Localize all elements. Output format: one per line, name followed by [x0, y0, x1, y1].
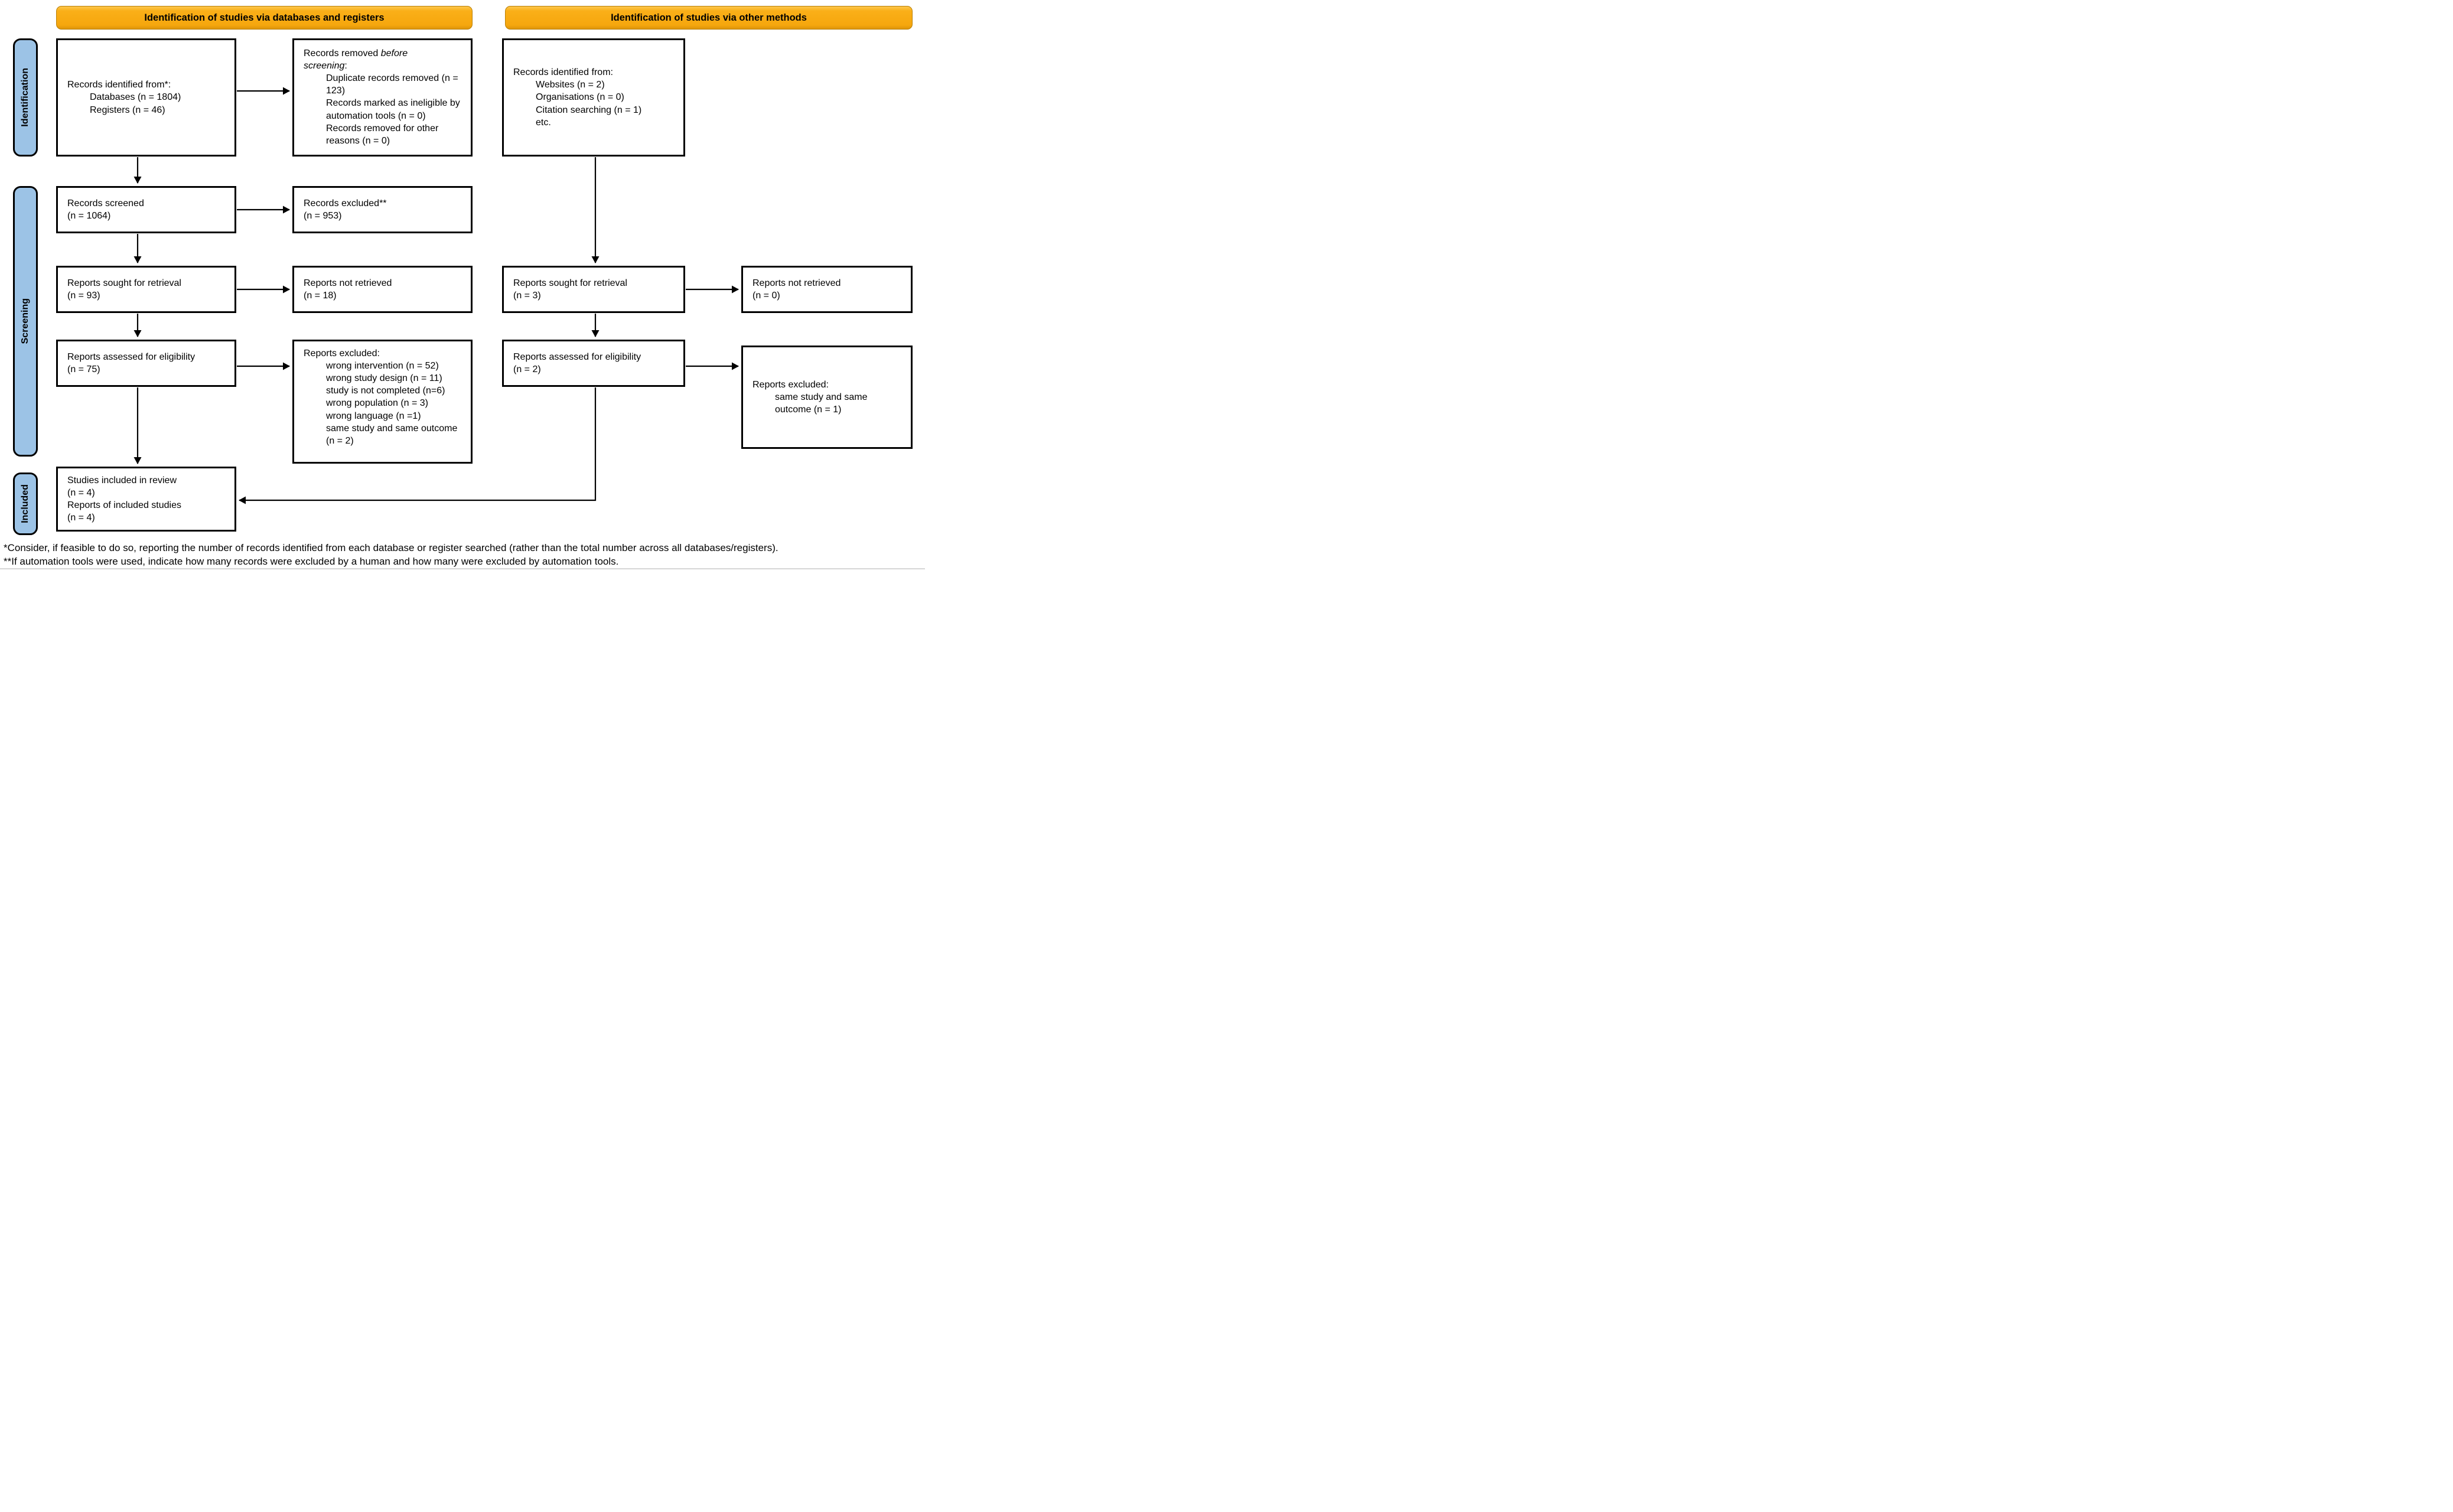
reports-excluded-other-title: Reports excluded:	[752, 379, 829, 390]
box-records-excluded: Records excluded** (n = 953)	[292, 186, 473, 233]
prisma-flow-diagram: Identification of studies via databases …	[0, 0, 925, 571]
reports-sought-other-count: (n = 3)	[513, 291, 541, 301]
reports-assessed-other-count: (n = 2)	[513, 364, 541, 374]
excluded-study-not-completed: study is not completed (n=6)	[326, 386, 445, 396]
other-etc: etc.	[536, 117, 551, 128]
records-identified-title: Records identified from*:	[67, 80, 171, 90]
records-identified-registers-count: Registers (n = 46)	[90, 105, 165, 115]
other-citation-searching-count: Citation searching (n = 1)	[536, 105, 642, 115]
box-records-identified-databases: Records identified from*: Databases (n =…	[56, 38, 236, 157]
box-studies-included: Studies included in review (n = 4) Repor…	[56, 467, 236, 532]
footnote-automation: **If automation tools were used, indicat…	[4, 556, 619, 568]
records-excluded-count: (n = 953)	[304, 211, 342, 221]
excluded-wrong-language: wrong language (n =1)	[326, 410, 421, 421]
box-reports-assessed-other: Reports assessed for eligibility (n = 2)	[502, 340, 685, 387]
reports-not-retrieved-other-label: Reports not retrieved	[752, 278, 841, 288]
records-screened-label: Records screened	[67, 198, 144, 208]
box-records-identified-other: Records identified from: Websites (n = 2…	[502, 38, 685, 157]
excluded-other-same-study-outcome: same study and same outcome (n = 1)	[775, 392, 868, 415]
excluded-wrong-population: wrong population (n = 3)	[326, 398, 428, 409]
box-reports-not-retrieved-databases: Reports not retrieved (n = 18)	[292, 266, 473, 313]
reports-not-retrieved-db-label: Reports not retrieved	[304, 278, 392, 288]
box-records-screened: Records screened (n = 1064)	[56, 186, 236, 233]
reports-assessed-db-label: Reports assessed for eligibility	[67, 351, 196, 362]
stage-label-included: Included	[20, 484, 30, 523]
box-reports-sought-other: Reports sought for retrieval (n = 3)	[502, 266, 685, 313]
reports-excluded-db-title: Reports excluded:	[304, 348, 380, 359]
reports-included-label: Reports of included studies	[67, 500, 181, 510]
box-records-removed-before-screening: Records removed before screening: Duplic…	[292, 38, 473, 157]
records-removed-title-suffix: :	[344, 61, 347, 71]
reports-sought-db-count: (n = 93)	[67, 291, 100, 301]
reports-not-retrieved-db-count: (n = 18)	[304, 291, 337, 301]
excluded-same-study-outcome: same study and same outcome (n = 2)	[326, 423, 458, 446]
records-excluded-label: Records excluded**	[304, 198, 387, 208]
records-removed-title-prefix: Records removed	[304, 48, 381, 58]
studies-included-label: Studies included in review	[67, 475, 177, 485]
reports-included-count: (n = 4)	[67, 513, 95, 523]
reports-assessed-other-label: Reports assessed for eligibility	[513, 351, 641, 362]
reports-sought-other-label: Reports sought for retrieval	[513, 278, 627, 288]
stage-bar-screening: Screening	[13, 186, 38, 457]
header-databases-registers: Identification of studies via databases …	[56, 6, 473, 30]
excluded-wrong-intervention: wrong intervention (n = 52)	[326, 361, 439, 372]
records-screened-count: (n = 1064)	[67, 211, 111, 221]
reports-assessed-db-count: (n = 75)	[67, 364, 100, 374]
box-reports-not-retrieved-other: Reports not retrieved (n = 0)	[741, 266, 913, 313]
records-removed-duplicates: Duplicate records removed (n = 123)	[326, 73, 458, 96]
records-identified-other-title: Records identified from:	[513, 67, 613, 78]
stage-bar-included: Included	[13, 472, 38, 535]
excluded-wrong-study-design: wrong study design (n = 11)	[326, 373, 442, 384]
stage-label-screening: Screening	[20, 298, 30, 344]
box-reports-assessed-databases: Reports assessed for eligibility (n = 75…	[56, 340, 236, 387]
other-websites-count: Websites (n = 2)	[536, 80, 605, 90]
header-other-methods-label: Identification of studies via other meth…	[611, 12, 807, 23]
records-removed-title-italic: before screening	[304, 48, 408, 71]
studies-included-count: (n = 4)	[67, 487, 95, 498]
footnote-databases: *Consider, if feasible to do so, reporti…	[4, 542, 778, 553]
records-removed-title: Records removed before screening:	[304, 47, 444, 72]
header-other-methods: Identification of studies via other meth…	[505, 6, 913, 30]
box-reports-excluded-other: Reports excluded: same study and same ou…	[741, 346, 913, 449]
records-removed-automation: Records marked as ineligible by automati…	[326, 98, 460, 121]
reports-not-retrieved-other-count: (n = 0)	[752, 291, 780, 301]
box-reports-excluded-databases: Reports excluded: wrong intervention (n …	[292, 340, 473, 464]
header-databases-registers-label: Identification of studies via databases …	[144, 12, 385, 23]
bottom-divider	[0, 568, 925, 569]
footnotes: *Consider, if feasible to do so, reporti…	[4, 541, 901, 569]
box-reports-sought-databases: Reports sought for retrieval (n = 93)	[56, 266, 236, 313]
other-organisations-count: Organisations (n = 0)	[536, 92, 624, 103]
stage-label-identification: Identification	[20, 68, 30, 127]
reports-sought-db-label: Reports sought for retrieval	[67, 278, 181, 288]
records-identified-databases-count: Databases (n = 1804)	[90, 92, 181, 103]
records-removed-other-reasons: Records removed for other reasons (n = 0…	[326, 123, 439, 146]
stage-bar-identification: Identification	[13, 38, 38, 157]
